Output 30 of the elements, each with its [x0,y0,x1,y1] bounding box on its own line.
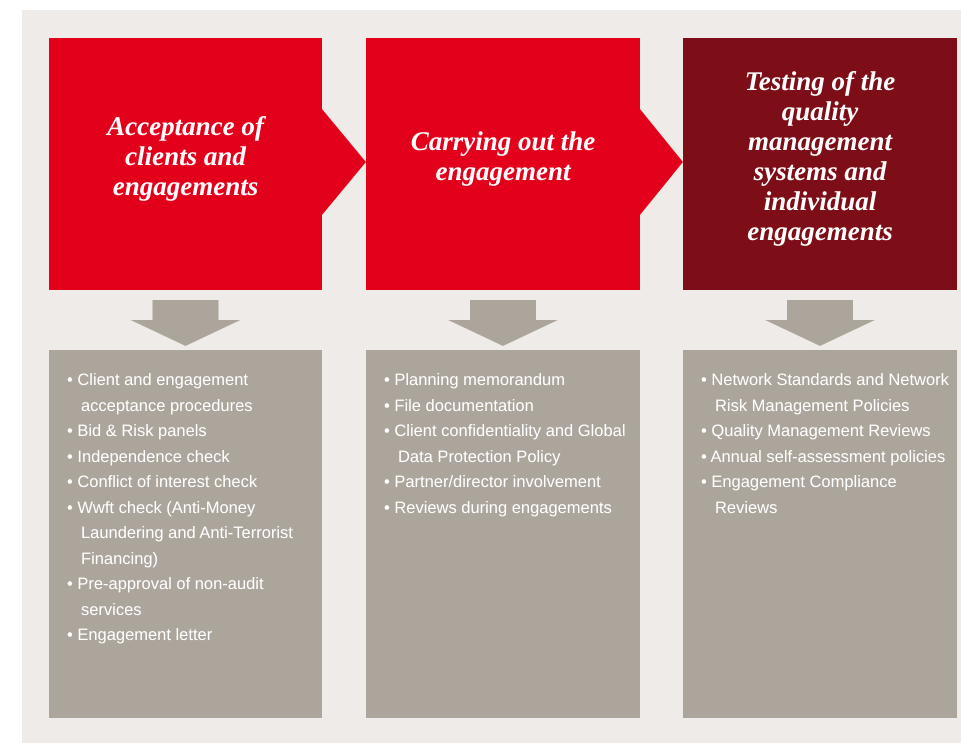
stage-box [366,38,640,290]
bullet-item: • Independence check [67,446,231,468]
stage-box [49,38,322,290]
bullet-item: • Pre-approval of non-audit services [67,574,265,620]
bullet-item: • Wwft check (Anti-Money Laundering and Anti-Terrorist Financing) [67,498,294,570]
bullet-item: • Engagement letter [67,625,214,646]
bullet-item: • Bid & Risk panels [67,421,208,442]
bullet-item: • Engagement Compliance Reviews [701,472,898,518]
bullet-item: • Annual self-assessment policies [701,446,946,468]
stage-box [683,38,957,290]
bullet-item: • Client confidentiality and Global Data Protection Policy [384,421,626,468]
bullet-item: • Planning memorandum [384,370,566,391]
bullet-item: • Network Standards and Network Risk Management Policies [701,370,950,416]
bullet-item: • Partner/director involvement [384,472,602,493]
bullet-item: • Reviews during engagements [384,498,613,518]
bullet-item: • File documentation [384,396,535,416]
block-arrow [130,300,240,346]
stage-title: Acceptance of clients and engagements [104,111,267,201]
block-arrow [640,109,683,215]
block-arrow [765,300,875,346]
list-box [49,350,322,718]
list-box [683,350,957,718]
bullet-item: • Quality Management Reviews [701,421,932,442]
stage-title: Testing of the quality management systems and individual engagements [744,66,896,246]
block-arrow [322,109,366,215]
list-box [366,350,640,718]
bullet-item: • Client and engagement acceptance procedures [67,370,254,416]
block-arrow [448,300,558,346]
stage-title: Carrying out the engagement [410,126,596,186]
bullet-item: • Conflict of interest check [67,472,258,493]
